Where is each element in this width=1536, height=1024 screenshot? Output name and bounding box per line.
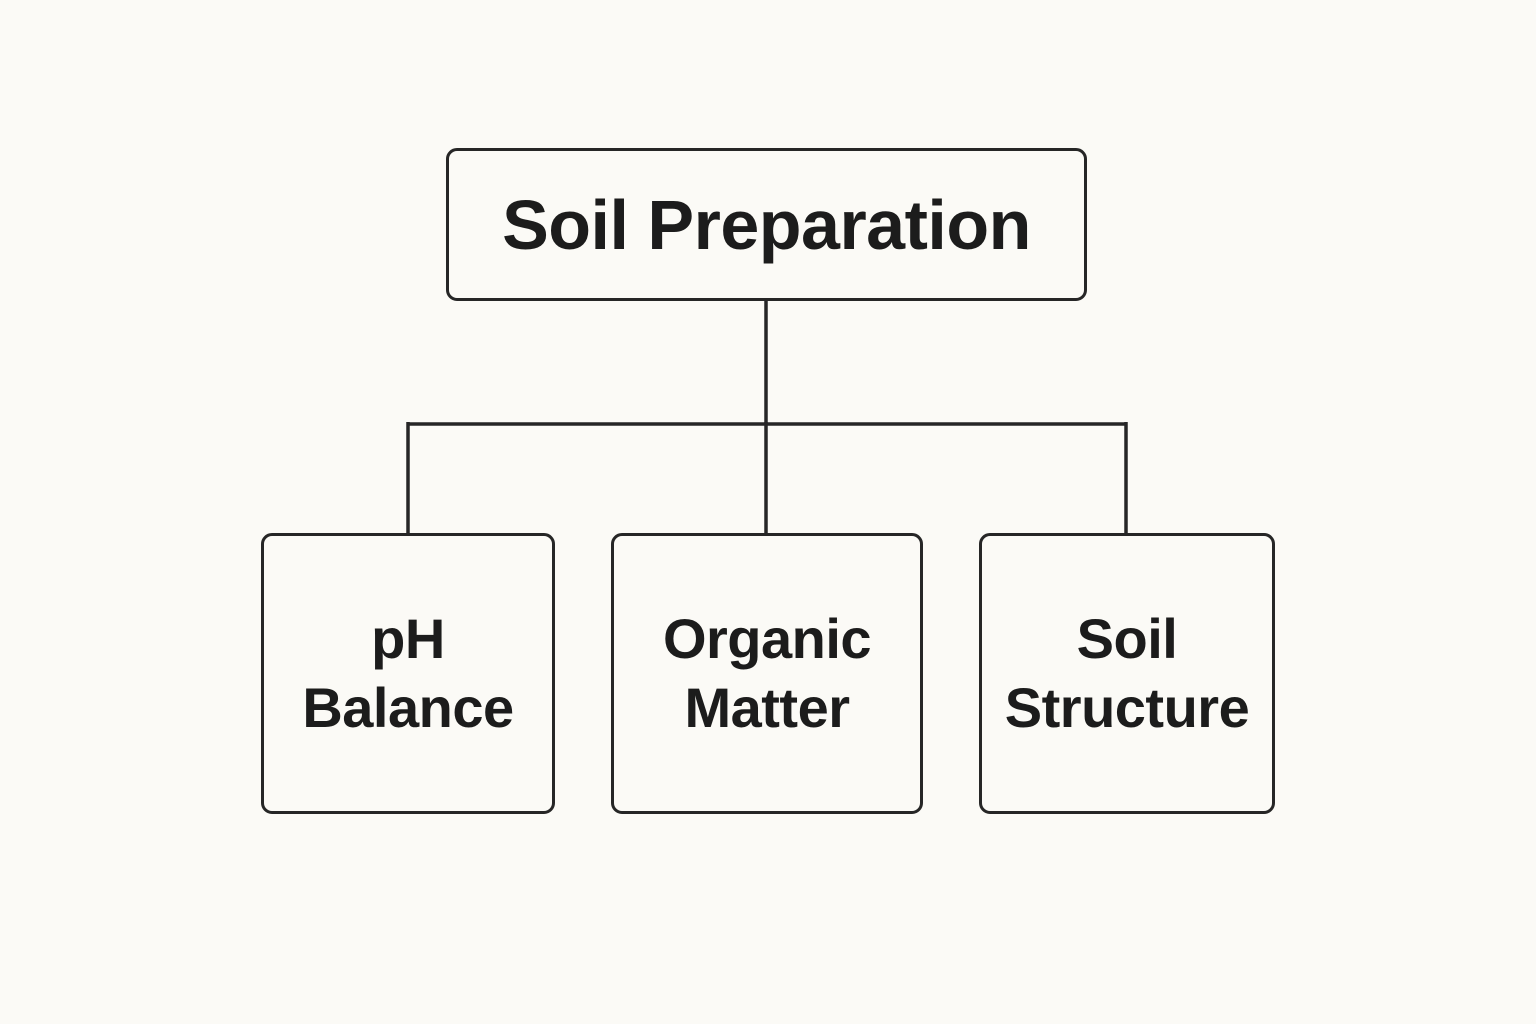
child-label-line-1: Soil [1076,607,1178,671]
child-node-soil-structure: Soil Structure [979,533,1275,814]
child-node-label: Soil Structure [1004,605,1250,742]
child-node-label: pH Balance [302,605,514,742]
root-node-soil-preparation: Soil Preparation [446,148,1087,301]
child-label-line-1: Organic [662,607,872,671]
root-node-label: Soil Preparation [502,185,1031,264]
child-label-line-1: pH [371,607,445,671]
child-label-line-2: Matter [684,675,850,739]
child-label-line-2: Balance [302,675,514,739]
child-node-ph-balance: pH Balance [261,533,555,814]
child-label-line-2: Structure [1004,675,1250,739]
child-node-organic-matter: Organic Matter [611,533,923,814]
child-node-label: Organic Matter [662,605,872,742]
